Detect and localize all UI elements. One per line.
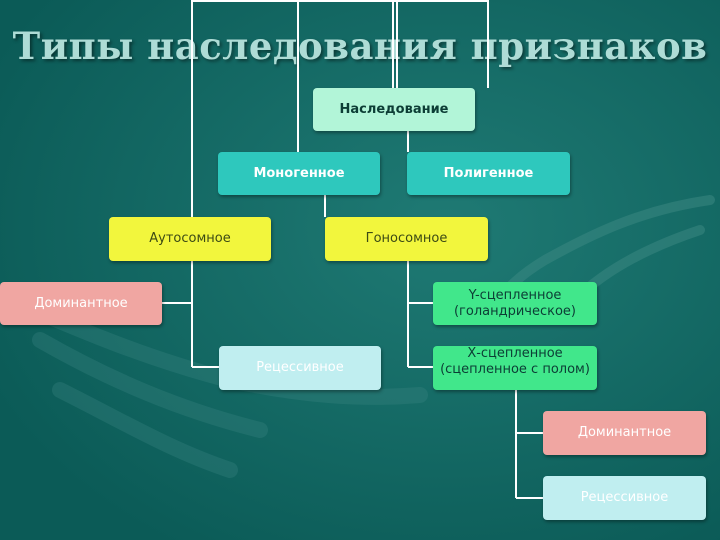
node-monogenic[interactable]: Моногенное <box>218 152 380 195</box>
node-inheritance[interactable]: Наследование <box>313 88 475 131</box>
node-y-linked[interactable]: Y-сцепленное (голандрическое) <box>433 282 597 325</box>
node-x-dominant[interactable]: Доминантное <box>543 411 706 455</box>
node-autosomal-dominant[interactable]: Доминантное <box>0 282 162 325</box>
node-x-linked[interactable]: Х-сцепленное (сцепленное с полом) <box>433 346 597 390</box>
node-polygenic[interactable]: Полигенное <box>407 152 570 195</box>
node-autosomal[interactable]: Аутосомное <box>109 217 271 261</box>
node-autosomal-recessive[interactable]: Рецессивное <box>219 346 381 390</box>
node-gonosomal[interactable]: Гоносомное <box>325 217 488 261</box>
node-x-recessive[interactable]: Рецессивное <box>543 476 706 520</box>
page-title: Типы наследования признаков <box>12 24 708 68</box>
